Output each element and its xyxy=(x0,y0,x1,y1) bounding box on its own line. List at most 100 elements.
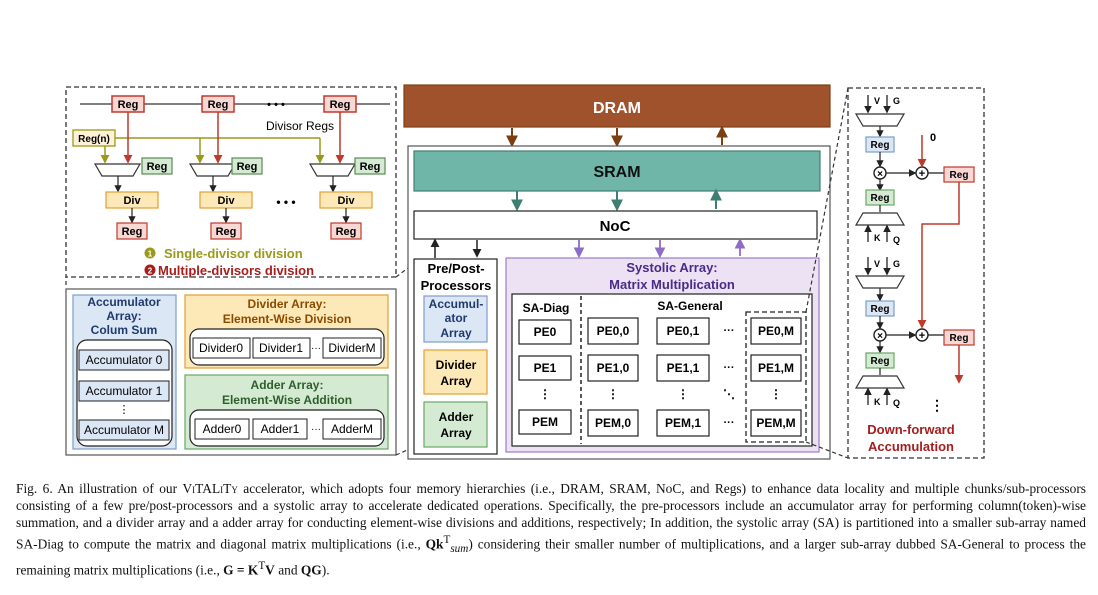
row-1-hdots: ··· xyxy=(724,362,735,374)
accumulator-1-label: Accumulator 1 xyxy=(86,384,163,398)
accumulator-0 xyxy=(78,349,170,371)
adder-ellipsis: ··· xyxy=(311,424,321,435)
legend-single-text: Single-divisor division xyxy=(164,246,303,261)
caption-text-d: and xyxy=(278,562,298,578)
down-forward-panel: V G Reg × + 0 Reg Reg K Q V G Reg xyxy=(847,87,985,459)
sram-block xyxy=(413,150,821,192)
divider-array-title-1: Divider Array: xyxy=(248,297,327,311)
accumulator-title-2: Array: xyxy=(106,309,141,323)
adder-m xyxy=(322,418,382,440)
pp-divider-2: Array xyxy=(440,374,472,388)
pe-0-0 xyxy=(587,317,639,345)
pe-0-1-label: PE0,1 xyxy=(667,324,700,338)
pp-adder-1: Adder xyxy=(439,410,474,424)
accumulator-title-1: Accumulator xyxy=(87,295,161,309)
div-dots: • • • xyxy=(276,195,295,209)
divider-0 xyxy=(192,337,251,359)
pe-m-0 xyxy=(587,409,639,437)
top-v-label: V xyxy=(874,96,880,106)
svg-text:×: × xyxy=(877,331,883,342)
pe-1-m-label: PE1,M xyxy=(758,361,794,375)
pe-diag-m xyxy=(518,409,572,435)
row-m-hdots: ··· xyxy=(724,417,735,429)
col-0-vdots: ⋮ xyxy=(607,387,619,401)
svg-text:×: × xyxy=(877,169,883,180)
top-reg-blue-label: Reg xyxy=(871,140,890,151)
row-0-hdots: ··· xyxy=(724,325,735,337)
architecture-diagram: Reg Reg • • • Reg Divisor Regs Reg(n) Re… xyxy=(65,84,985,460)
caption-text-a: An illustration of our xyxy=(57,481,178,496)
down-forward-title-1: Down-forward xyxy=(867,422,954,437)
caption-math-1: Qk xyxy=(425,536,444,552)
divisor-reg-2-label: Reg xyxy=(208,99,229,111)
divider-ellipsis: ··· xyxy=(311,343,321,354)
adder-array-title-2: Element-Wise Addition xyxy=(222,393,352,407)
adder-array-title-1: Adder Array: xyxy=(251,378,324,392)
div-unit-2-label: Div xyxy=(217,195,235,207)
pe-0-m-label: PE0,M xyxy=(758,324,794,338)
top-q-label: Q xyxy=(893,235,900,245)
systolic-title-2: Matrix Multiplication xyxy=(609,277,735,292)
pe-0-1 xyxy=(656,317,710,345)
bot-reg-green-label: Reg xyxy=(871,356,890,367)
pp-divider-1: Divider xyxy=(436,358,477,372)
top-reg-green-label: Reg xyxy=(871,193,890,204)
out-reg-1-label: Reg xyxy=(122,226,143,238)
pe-m-m-label: PEM,M xyxy=(756,416,795,430)
legend-single-badge xyxy=(144,247,156,259)
caption-math-1-sup: T xyxy=(443,533,451,546)
pp-accum-3: Array xyxy=(440,326,472,340)
pp-accumulator xyxy=(423,295,488,343)
bot-demux xyxy=(854,375,906,389)
caption-text-b: accelerator, which adopts four memory hi… xyxy=(16,481,1087,552)
pp-accum-2: ator xyxy=(445,311,468,325)
pe-1-0 xyxy=(587,354,639,382)
last-column-highlight xyxy=(745,311,807,443)
svg-text:+: + xyxy=(919,330,925,342)
ddots: ⋱ xyxy=(723,387,735,401)
legend-single-num: 1 xyxy=(148,250,153,259)
pe-diag-vdots: ⋮ xyxy=(539,387,551,401)
pe-1-m xyxy=(750,354,802,382)
caption-math-2-tail: V xyxy=(265,562,275,578)
pe-1-1 xyxy=(656,354,710,382)
caption-math-1-sub: sum xyxy=(450,542,469,555)
divisor-reg-3-label: Reg xyxy=(330,99,351,111)
pe-1-0-label: PE1,0 xyxy=(597,361,630,375)
divider-m xyxy=(322,337,382,359)
zero-input-label: 0 xyxy=(930,132,936,144)
pe-1-1-label: PE1,1 xyxy=(667,361,700,375)
out-reg-3-label: Reg xyxy=(336,226,357,238)
sram-label: SRAM xyxy=(593,164,640,181)
accumulator-m-label: Accumulator M xyxy=(84,423,164,437)
caption-math-2-sup: T xyxy=(258,559,266,572)
feedback-reg-1-label: Reg xyxy=(147,161,168,173)
pe-diag-1 xyxy=(518,355,572,381)
pe-diag-0 xyxy=(518,319,572,345)
bot-k-label: K xyxy=(874,397,881,407)
figure-caption: Fig. 6. An illustration of our ViTALiTy … xyxy=(16,480,1086,579)
sa-general-label: SA-General xyxy=(657,299,722,313)
out-reg-2 xyxy=(210,222,242,240)
div-unit-3-label: Div xyxy=(337,195,355,207)
feedback-reg-1 xyxy=(141,157,173,175)
divider-1 xyxy=(252,337,311,359)
noc-block xyxy=(413,210,818,240)
divider-array-title-2: Element-Wise Division xyxy=(223,312,352,326)
feedback-reg-3-label: Reg xyxy=(360,161,381,173)
svg-text:+: + xyxy=(919,168,925,180)
divider-detail-panel: Reg Reg • • • Reg Divisor Regs Reg(n) Re… xyxy=(65,86,397,278)
mux-2 xyxy=(188,163,237,177)
pre-post-title-1: Pre/Post- xyxy=(427,261,484,276)
legend-multi-badge xyxy=(144,264,156,276)
col-m-vdots: ⋮ xyxy=(770,387,782,401)
pe-0-m xyxy=(750,317,802,345)
pe-m-1-label: PEM,1 xyxy=(665,416,701,430)
legend-multi-text: Multiple-divisors division xyxy=(158,263,314,278)
top-mux xyxy=(854,113,906,127)
accelerator-core: DRAM SRAM NoC Pre/Post- Processors Accum… xyxy=(403,84,831,460)
adder-1 xyxy=(252,418,308,440)
pe-m-0-label: PEM,0 xyxy=(595,416,631,430)
pp-adder xyxy=(423,401,488,448)
